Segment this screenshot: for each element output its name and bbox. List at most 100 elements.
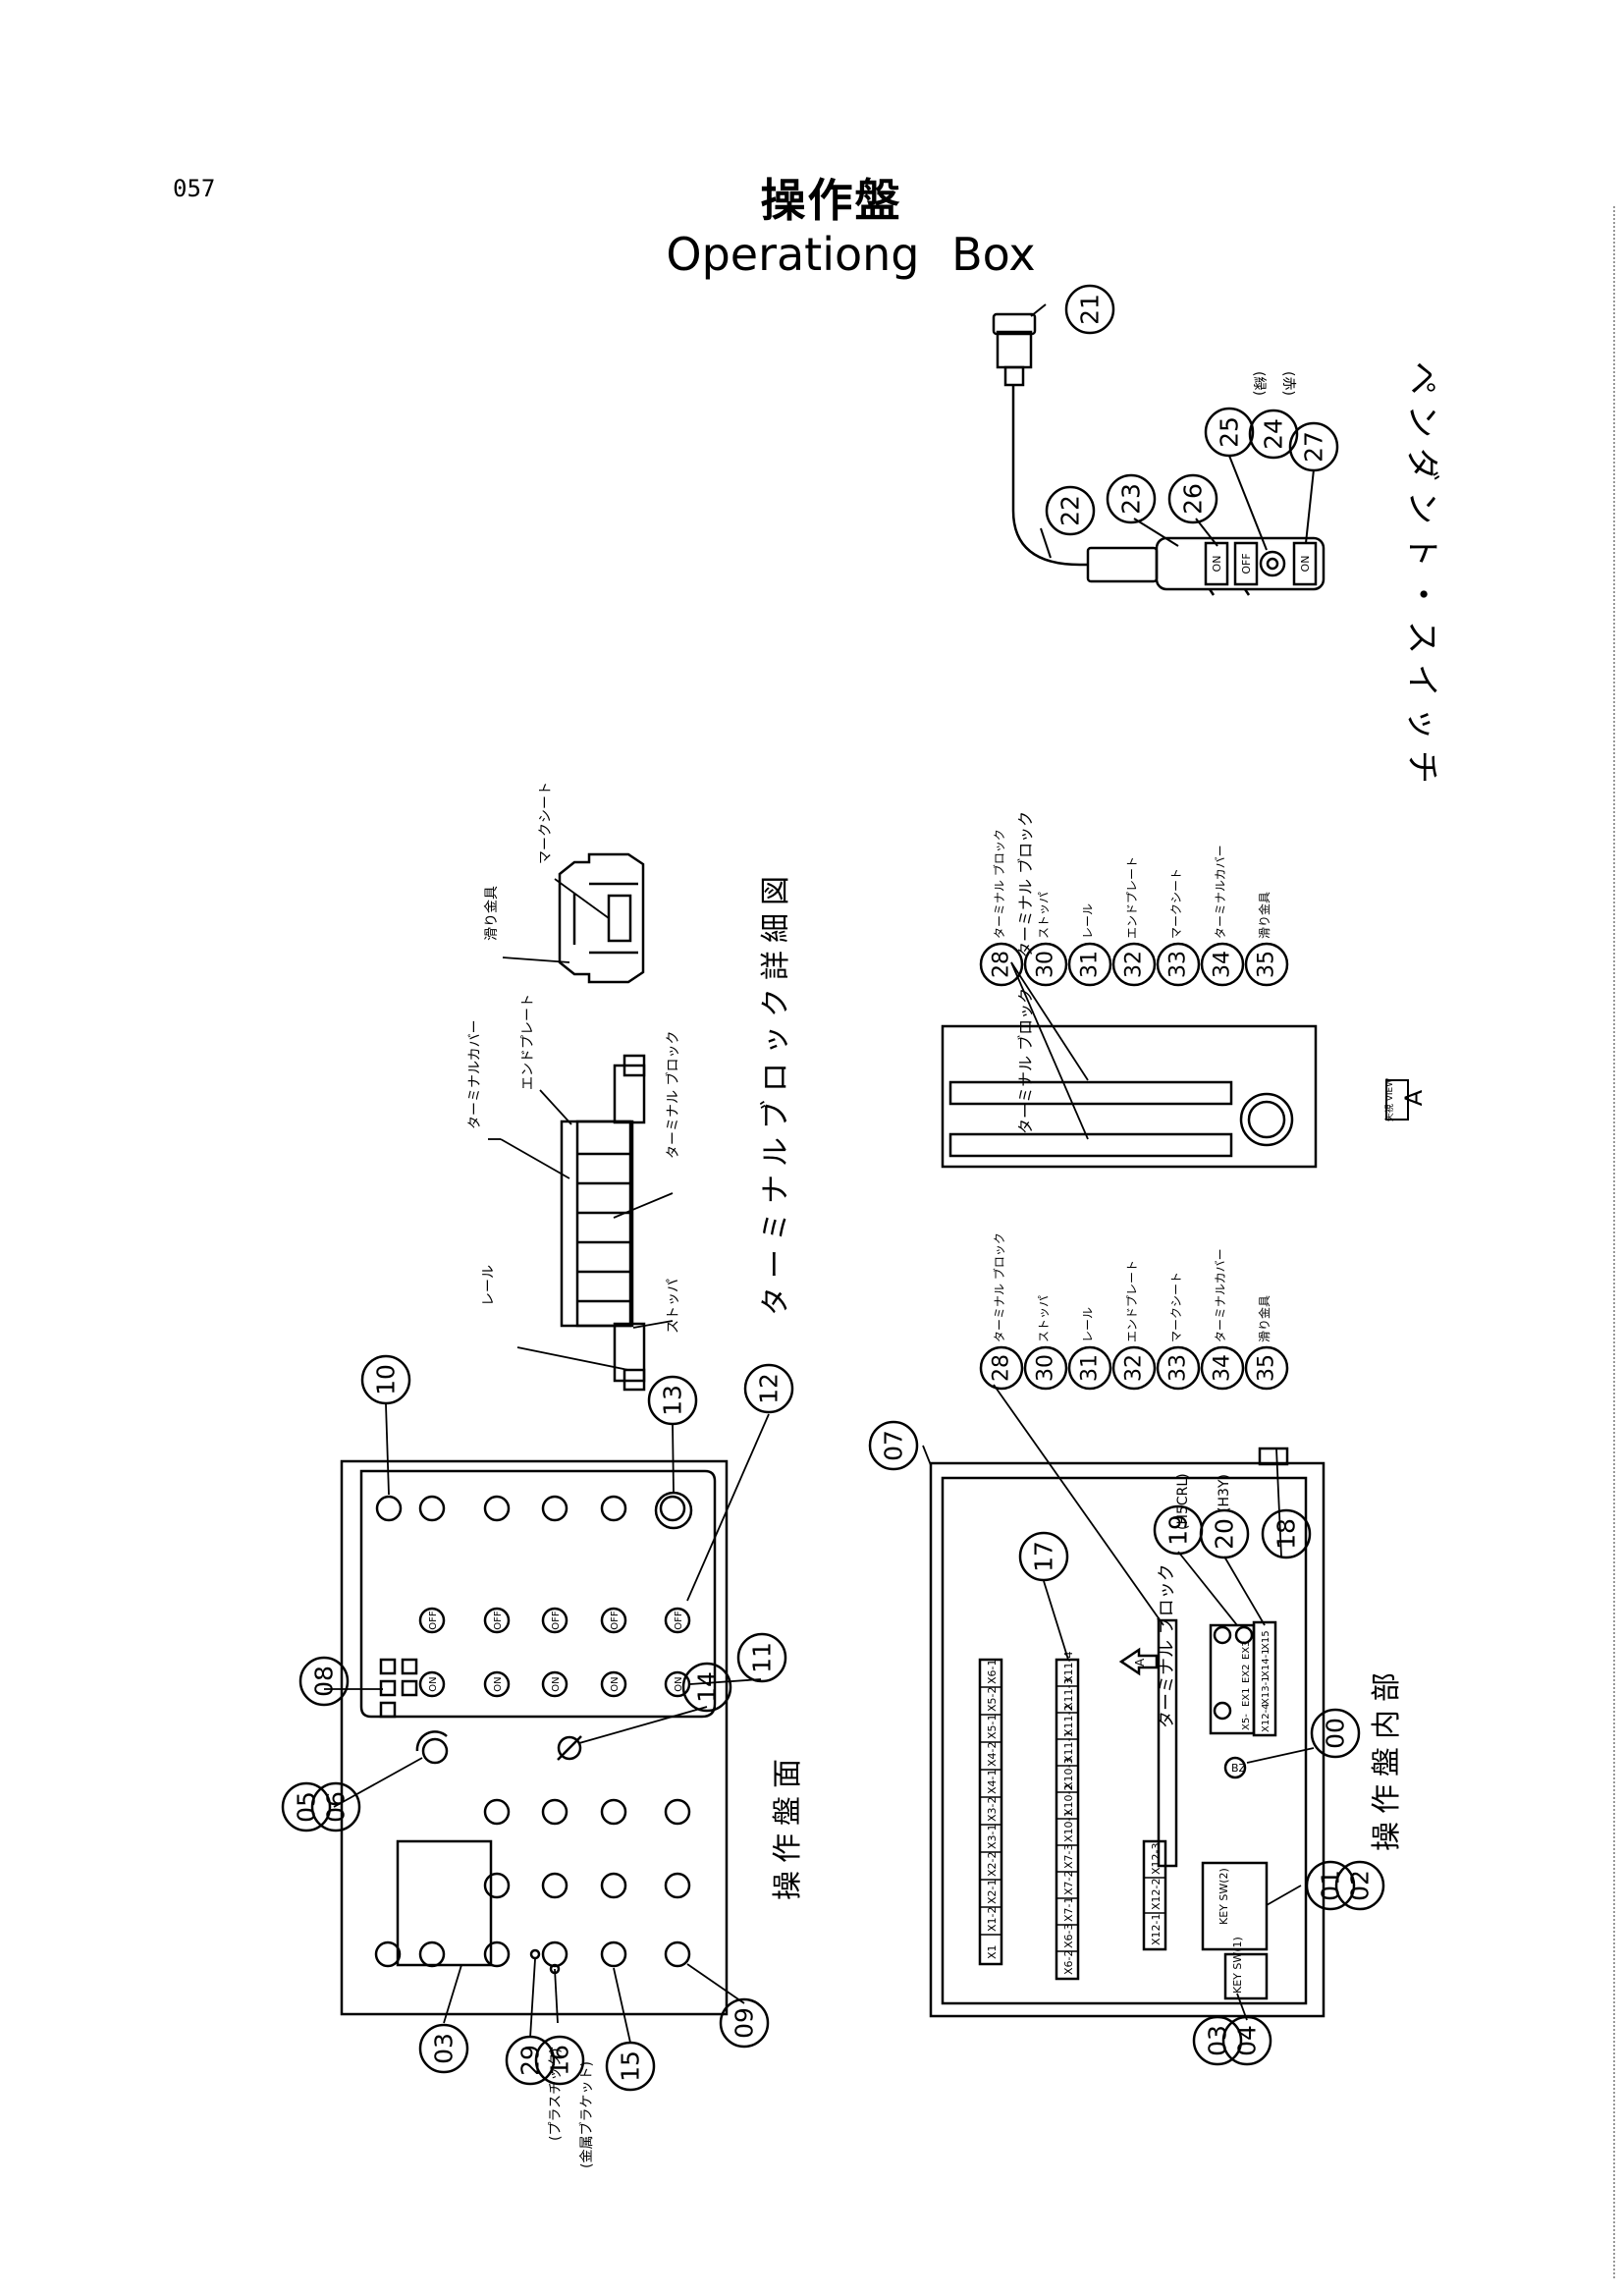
part-callout-28: 28: [990, 1354, 1014, 1382]
inside-callout-00-circle: [1310, 1708, 1361, 1759]
panel-face-caption: 操作盤面: [771, 1751, 805, 1900]
pendant-caption: ペンダント・スイッチ: [1402, 361, 1441, 793]
part-callout-35: 35: [1255, 1354, 1279, 1382]
svg-text:ON: ON: [674, 1676, 684, 1691]
face-callout-13-circle: [647, 1375, 698, 1426]
callout-25: 25: [1216, 416, 1244, 448]
inside-callout-02: 02: [1346, 1870, 1375, 1901]
terminal-label: X14-1: [1261, 1648, 1271, 1677]
terminal-label: X6-1: [986, 1659, 999, 1684]
svg-text:ON: ON: [493, 1676, 504, 1691]
terminal-detail-caption: ターミナルブロック詳細図: [759, 868, 793, 1316]
callout-22: 22: [1056, 495, 1085, 526]
terminal-label: X11-3: [1062, 1677, 1075, 1710]
panel-face-note-plastic: (プラスチック): [548, 2048, 564, 2141]
svg-text:ON: ON: [551, 1676, 562, 1691]
part-callout-30-circle: [1023, 1345, 1068, 1391]
part-callout-30: 30: [1034, 1354, 1058, 1382]
ex-label: EX3: [1241, 1640, 1252, 1660]
ex-label: X5-: [1241, 1714, 1252, 1730]
part-callout-33-circle: [1156, 1345, 1201, 1391]
page-title-japanese: 操作盤: [760, 174, 902, 227]
pendant-switch-diagram: [992, 312, 1325, 596]
ex-label: EX2: [1241, 1664, 1252, 1683]
svg-text:OFF: OFF: [610, 1611, 621, 1630]
pendant-color-note-red: (赤): [1280, 371, 1296, 396]
inside-callout-04: 04: [1233, 2025, 1262, 2056]
part-callout-28-circle: [979, 1345, 1024, 1391]
buzzer-label: BZ: [1231, 1762, 1247, 1775]
callout-26-circle: [1167, 473, 1218, 524]
part-callout-28: 28: [990, 951, 1014, 978]
view-a-leaders: [1010, 961, 1089, 1140]
face-callout-08-circle: [298, 1656, 350, 1707]
view-a-terminal-text-2: ターミナル ブロック: [1016, 988, 1035, 1134]
view-a-terminal-text-1: ターミナル ブロック: [1016, 811, 1035, 957]
panel-inside-note-h5crl: (H5CRL): [1175, 1473, 1191, 1530]
callout-26: 26: [1179, 483, 1208, 515]
panel-face-leaders: [324, 1403, 770, 2044]
pendant-on-button: [1204, 541, 1229, 586]
callout-21-circle: [1064, 284, 1115, 335]
callout-21: 21: [1076, 294, 1105, 325]
face-callout-14-circle: [681, 1662, 732, 1713]
pendant-on-button-2: [1292, 541, 1318, 586]
terminal-label: X11-2: [1062, 1704, 1075, 1736]
part-callout-33: 33: [1166, 951, 1191, 978]
terminal-label: X15: [1261, 1630, 1271, 1650]
panel-inside-caption: 操作盤内部: [1370, 1665, 1404, 1851]
terminal-label: X12-3: [1150, 1842, 1163, 1875]
inside-callout-04-circle: [1221, 2015, 1272, 2066]
terminal-label: X12-4: [1261, 1703, 1271, 1732]
part-callout-32: 32: [1122, 1354, 1147, 1382]
part-name-35: 滑り金具: [1257, 1295, 1271, 1342]
svg-text:KEY SW(1): KEY SW(1): [1231, 1937, 1244, 1994]
part-callout-34-circle: [1200, 1345, 1245, 1391]
inside-callout-20: 20: [1211, 1518, 1239, 1550]
terminal-label: X1-2: [986, 1906, 999, 1932]
scan-edge-divider: [1613, 206, 1623, 2278]
inside-callout-17-circle: [1018, 1531, 1069, 1582]
ex-label: EX1: [1241, 1687, 1252, 1707]
part-name-32: エンドプレート: [1125, 856, 1139, 939]
svg-text:ON: ON: [1299, 556, 1312, 573]
face-callout-10-circle: [360, 1354, 411, 1405]
svg-text:矢視 VIEW: 矢視 VIEW: [1383, 1078, 1395, 1121]
face-callout-15-circle: [605, 2041, 656, 2092]
part-name-34: ターミナルカバー: [1214, 845, 1227, 939]
inside-callout-20-circle: [1199, 1508, 1250, 1559]
svg-text:ON: ON: [610, 1676, 621, 1691]
terminal-detail-labels: レール ターミナルカバー エンドプレート ターミナル ブロック ストッパ 滑り金…: [467, 782, 681, 1334]
terminal-label: X10-3: [1062, 1757, 1075, 1789]
part-name-28: ターミナル ブロック: [992, 829, 1006, 939]
terminal-label: X6-2: [1062, 1949, 1075, 1975]
panel-inside-leaders: [922, 1384, 1315, 2021]
view-a-diagram: [941, 1024, 1318, 1169]
panel-inside-terminal-text: ターミナル ブロック: [1156, 1563, 1177, 1728]
face-callout-05-circle: [281, 1781, 332, 1832]
inside-callout-18-circle: [1261, 1508, 1312, 1559]
terminal-label: X13-1: [1261, 1675, 1271, 1705]
part-callout-35-circle: [1244, 1345, 1289, 1391]
terminal-label: X2-2: [986, 1851, 999, 1877]
svg-text:OFF: OFF: [674, 1611, 684, 1630]
svg-text:KEY SW(2): KEY SW(2): [1217, 1868, 1230, 1925]
face-callout-16: 16: [546, 2045, 574, 2076]
face-callout-13: 13: [659, 1385, 687, 1416]
face-callout-09: 09: [730, 2007, 759, 2039]
svg-text:エンドプレート: エンドプレート: [520, 994, 536, 1090]
part-name-28: ターミナル ブロック: [992, 1232, 1006, 1342]
part-callout-35: 35: [1255, 951, 1279, 978]
svg-text:OFF: OFF: [493, 1611, 504, 1630]
terminal-label: X11-4: [1062, 1651, 1075, 1683]
part-name-33: マークシート: [1169, 868, 1183, 939]
terminal-label: X1: [986, 1944, 999, 1959]
callout-27: 27: [1300, 431, 1328, 463]
inside-callout-19: 19: [1164, 1514, 1193, 1546]
panel-face-note-metal: (金属ブラケット): [578, 2061, 595, 2168]
terminal-label: X4-1: [986, 1769, 999, 1794]
